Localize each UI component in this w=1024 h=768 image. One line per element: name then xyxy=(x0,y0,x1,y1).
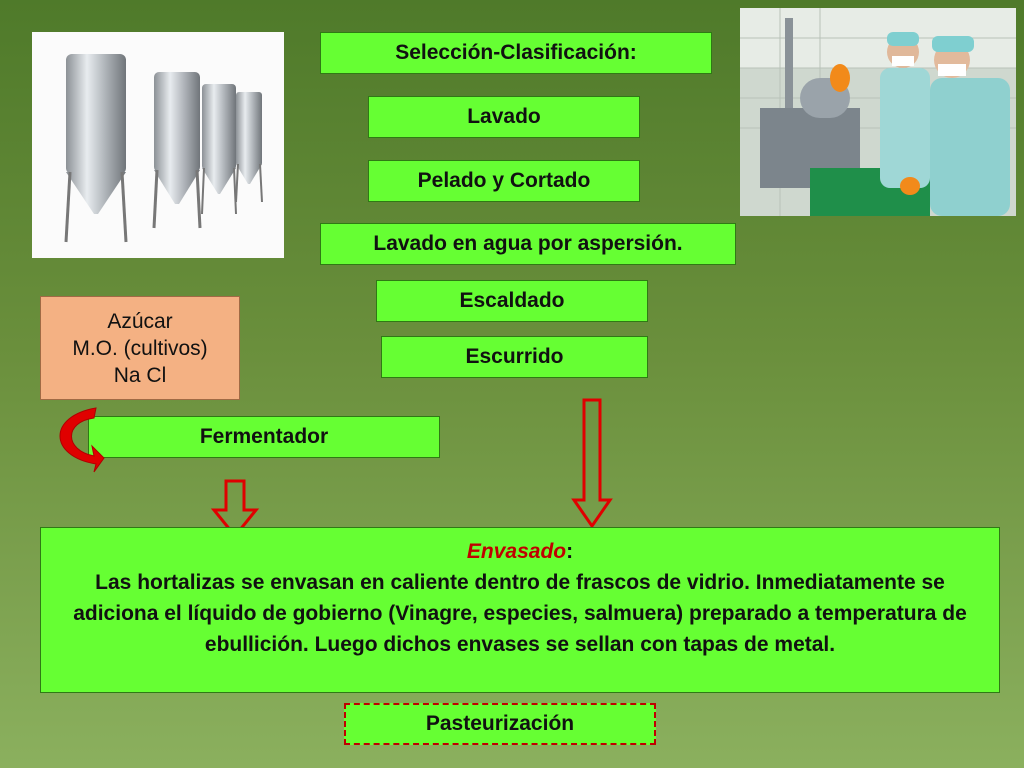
ingredient-azucar: Azúcar xyxy=(107,309,173,333)
envasado-colon: : xyxy=(566,540,574,563)
ingredient-nacl: Na Cl xyxy=(113,363,167,387)
curved-arrow-icon xyxy=(59,407,105,473)
step-lavado-aspersion: Lavado en agua por aspersión. xyxy=(320,223,736,265)
envasado-text: Las hortalizas se envasan en caliente de… xyxy=(73,571,967,656)
ingredients-box: Azúcar M.O. (cultivos) Na Cl xyxy=(40,296,240,400)
step-escaldado: Escaldado xyxy=(376,280,648,322)
down-arrow-escurrido-icon xyxy=(571,398,613,529)
ingredient-cultivos: M.O. (cultivos) xyxy=(72,336,208,360)
step-fermentador: Fermentador xyxy=(88,416,440,458)
step-seleccion-clasificacion: Selección-Clasificación: xyxy=(320,32,712,74)
fermentation-tanks-photo xyxy=(32,32,284,258)
down-arrow-fermentador-icon xyxy=(210,479,260,539)
envasado-box: Envasado: Las hortalizas se envasan en c… xyxy=(40,527,1000,693)
workers-illustration-icon xyxy=(740,8,1016,216)
step-pelado-cortado: Pelado y Cortado xyxy=(368,160,640,202)
step-lavado: Lavado xyxy=(368,96,640,138)
step-pasteurizacion: Pasteurización xyxy=(344,703,656,745)
envasado-heading-line: Envasado: xyxy=(41,536,999,567)
step-escurrido: Escurrido xyxy=(381,336,648,378)
envasado-heading: Envasado xyxy=(466,540,567,563)
workers-cutting-photo xyxy=(740,8,1016,216)
tanks-illustration-icon xyxy=(32,32,284,258)
